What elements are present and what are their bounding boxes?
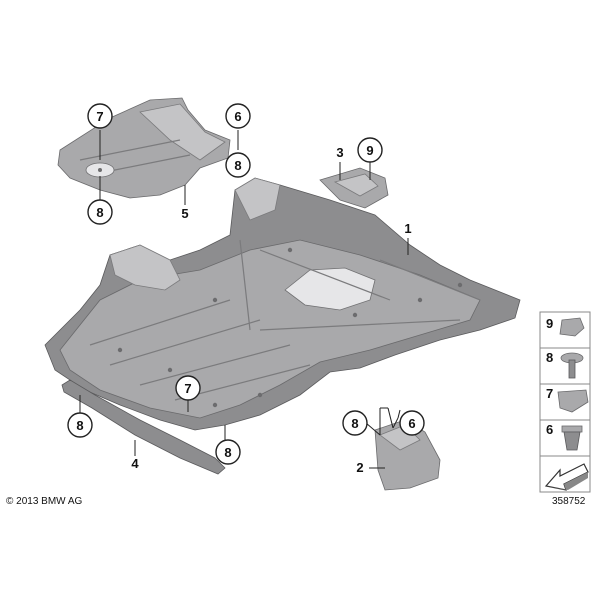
expansion-nut-6-icon [561, 425, 583, 451]
svg-text:9: 9 [366, 143, 373, 158]
part-1-underbody-shield [44, 177, 521, 431]
callout-8-top: 8 [87, 199, 113, 225]
svg-text:2: 2 [356, 460, 363, 475]
callout-2: 2 [356, 460, 363, 475]
part-3-bracket [319, 167, 389, 209]
callout-8-left: 8 [67, 412, 93, 438]
diagram-number: 358752 [552, 496, 586, 507]
screw-8-icon [560, 352, 584, 379]
callout-9: 9 [357, 137, 383, 163]
legend-label-8: 8 [546, 350, 553, 365]
callout-8-bottom: 8 [215, 439, 241, 465]
svg-text:4: 4 [131, 456, 139, 471]
part-4-front-strip [61, 379, 226, 475]
svg-text:7: 7 [96, 109, 103, 124]
legend-label-6: 6 [546, 422, 553, 437]
callout-6-top: 6 [225, 103, 251, 129]
svg-text:8: 8 [351, 416, 358, 431]
callout-5: 5 [181, 206, 188, 221]
copyright-text: © 2013 BMW AG [6, 496, 83, 507]
svg-text:6: 6 [408, 416, 415, 431]
svg-text:1: 1 [404, 221, 411, 236]
callout-8-mid: 8 [225, 152, 251, 178]
legend-label-7: 7 [546, 386, 553, 401]
legend-label-9: 9 [546, 316, 553, 331]
callout-4: 4 [131, 456, 139, 471]
callout-1: 1 [404, 221, 411, 236]
callout-3: 3 [336, 145, 343, 160]
callout-7-top: 7 [87, 103, 113, 129]
svg-text:3: 3 [336, 145, 343, 160]
arrow-direction-icon [544, 463, 589, 491]
small-parts-legend: 9 8 7 6 [539, 311, 591, 493]
svg-text:8: 8 [76, 418, 83, 433]
part-5-shield [57, 97, 231, 199]
leader-lines [79, 130, 409, 469]
nut-clip-7-icon [557, 389, 589, 413]
callout-6-right: 6 [399, 410, 425, 436]
callout-7-bottom: 7 [175, 375, 201, 401]
svg-text:8: 8 [96, 205, 103, 220]
svg-text:5: 5 [181, 206, 188, 221]
svg-text:6: 6 [234, 109, 241, 124]
callout-8-right: 8 [342, 410, 368, 436]
clip-9-icon [559, 317, 585, 337]
svg-text:7: 7 [184, 381, 191, 396]
svg-text:8: 8 [224, 445, 231, 460]
svg-text:8: 8 [234, 158, 241, 173]
